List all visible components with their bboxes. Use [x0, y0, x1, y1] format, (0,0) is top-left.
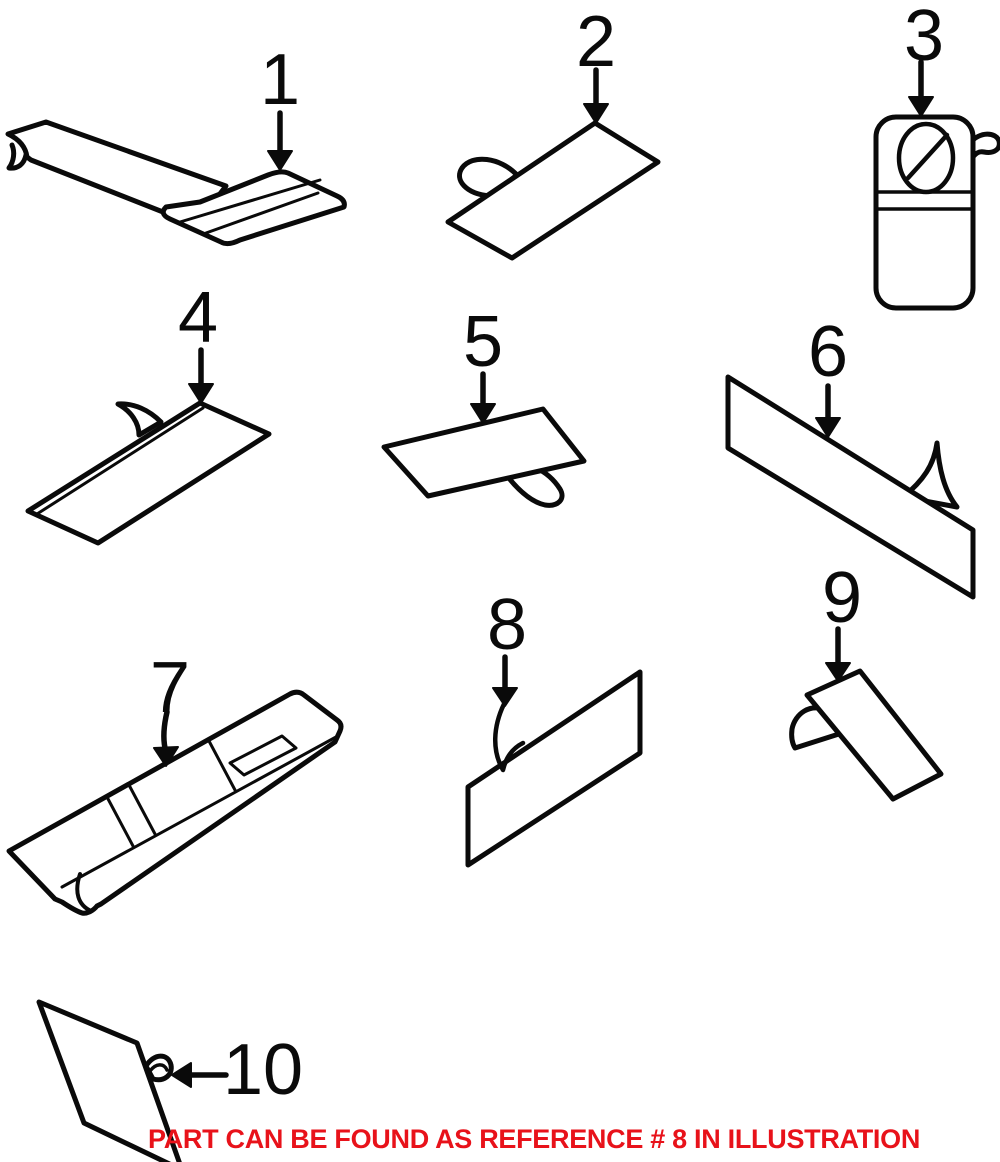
part-10-drawing: [36, 999, 182, 1162]
part-1-ribbon-curl: [6, 142, 29, 171]
part-7-dividers: [105, 739, 237, 848]
callout-6-number: 6: [807, 312, 849, 392]
callout-3-number: 3: [903, 0, 945, 76]
part-4-corner-fin: [115, 401, 164, 438]
part-1-tag: [160, 169, 347, 247]
part-7-corner-curl: [75, 872, 93, 913]
reference-note: PART CAN BE FOUND AS REFERENCE # 8 IN IL…: [148, 1124, 921, 1154]
part-1-tag-stripes: [178, 178, 322, 235]
part-10-curl-inner: [148, 1063, 169, 1073]
callout-5-arrow: [470, 371, 496, 424]
callout-7-arrow: [153, 709, 179, 767]
part-9-label: [804, 668, 944, 802]
part-3-side-tab: [967, 131, 1000, 160]
callout-4-arrow: [188, 347, 214, 404]
part-2-drawing: [445, 120, 661, 261]
part-3-drawing: [873, 114, 1000, 311]
part-3-oval-slash: [905, 132, 950, 181]
part-9-drawing: [789, 668, 944, 802]
part-8-drawing: [465, 669, 643, 868]
callout-10-number: 10: [222, 1030, 304, 1110]
part-2-peel-tab: [457, 156, 520, 199]
part-8-peel-curl: [493, 701, 526, 773]
callout-7-number: 7: [149, 648, 191, 728]
part-6-peel-sliver: [900, 440, 960, 510]
callout-1-number: 1: [259, 40, 301, 120]
callout-4-number: 4: [177, 278, 219, 358]
part-10-edge-curl: [143, 1053, 174, 1083]
part-8-label: [465, 669, 643, 868]
part-3-band-lines: [875, 190, 974, 211]
part-1-ribbon: [5, 119, 229, 228]
callout-3-arrow: [908, 59, 934, 117]
callout-8-number: 8: [486, 585, 528, 665]
part-5-label: [381, 406, 587, 499]
part-7-backing-edge: [60, 735, 338, 889]
callout-2-arrow: [583, 67, 609, 124]
part-4-drawing: [25, 400, 272, 546]
callout-arrows: [153, 59, 934, 1088]
callout-8-arrow: [492, 654, 518, 707]
part-4-edge-line: [35, 406, 205, 516]
part-4-label: [25, 400, 272, 546]
part-2-label: [445, 120, 661, 261]
part-5-drawing: [381, 406, 587, 508]
part-7-inner-rect: [228, 734, 298, 777]
part-10-label: [36, 999, 182, 1162]
part-6-drawing: [725, 374, 976, 600]
part-3-label: [873, 114, 976, 311]
callout-10-arrow: [171, 1062, 229, 1088]
part-7-drawing: [6, 689, 344, 916]
callout-5-number: 5: [462, 302, 504, 382]
callout-2-number: 2: [575, 2, 617, 82]
callout-1-arrow: [267, 110, 293, 171]
callout-9-number: 9: [821, 558, 863, 638]
callout-9-arrow: [825, 626, 851, 682]
part-1-drawing: [5, 119, 347, 247]
part-6-label: [725, 374, 976, 600]
callout-6-arrow: [815, 383, 841, 438]
